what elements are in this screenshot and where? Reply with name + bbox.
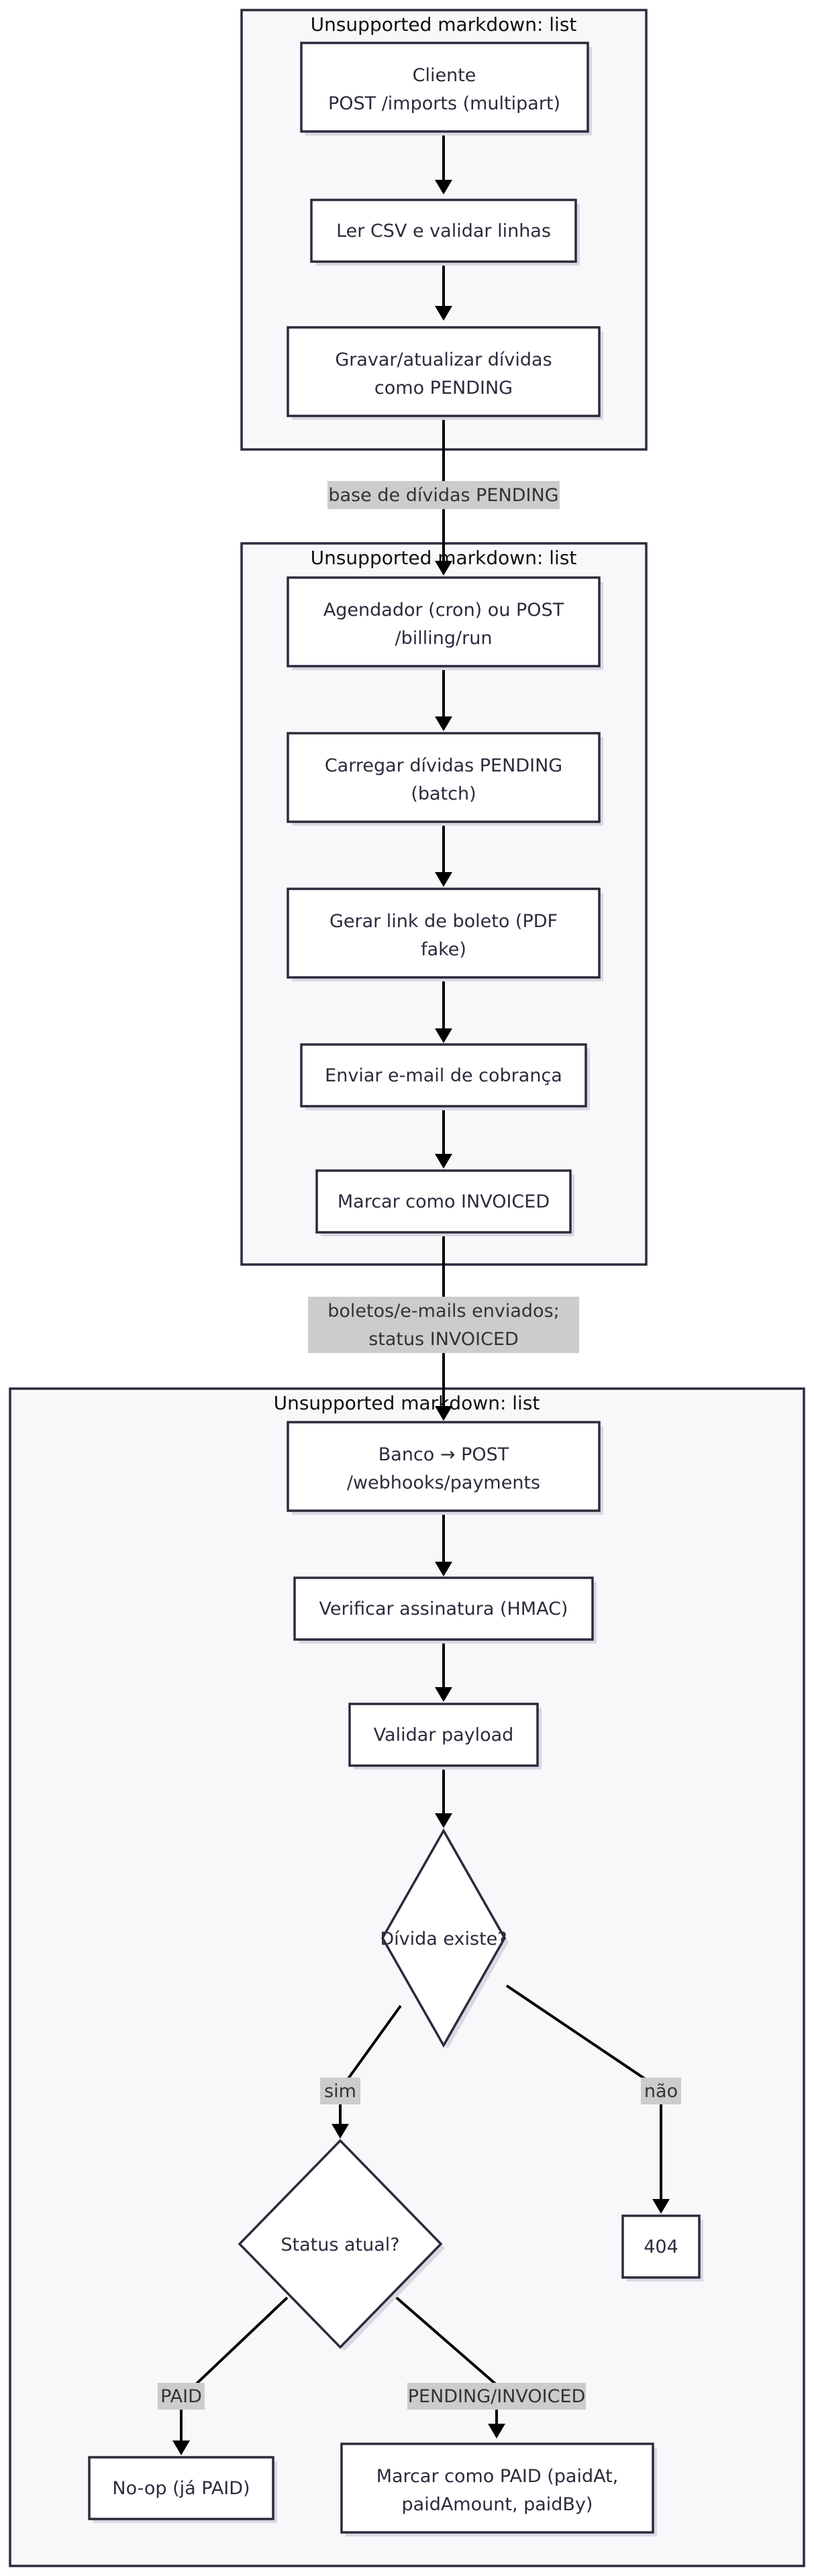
arrowhead (435, 872, 452, 887)
edge-label-line: status INVOICED (368, 1329, 519, 1350)
arrowhead (435, 1813, 452, 1828)
node-label-line: /webhooks/payments (347, 1472, 540, 1493)
node-label-line: /billing/run (395, 628, 493, 649)
node-validar: Validar payload (348, 1703, 542, 1770)
node-label-line: Status atual? (281, 2235, 399, 2255)
arrowhead (435, 306, 452, 321)
node-noop: No-op (já PAID) (88, 2456, 277, 2523)
edge-label-line: não (644, 2081, 678, 2102)
node-label-line: POST /imports (multipart) (328, 93, 560, 114)
node-label-line: Gravar/atualizar dívidas (335, 350, 552, 370)
arrowhead (435, 716, 452, 731)
node-label-line: Carregar dívidas PENDING (325, 755, 562, 776)
node-gerar: Gerar link de boleto (PDF fake) (287, 888, 603, 981)
arrowhead (172, 2440, 190, 2455)
node-label-line: Dívida existe? (380, 1929, 507, 1949)
node-label-line: Gerar link de boleto (PDF (329, 911, 558, 932)
edge-label-invoiced-status: boletos/e-mails enviados; status INVOICE… (308, 1297, 579, 1353)
node-label-line: 404 (644, 2237, 678, 2257)
node-label-line: Agendador (cron) ou POST (323, 600, 564, 621)
node-label-line: como PENDING (374, 378, 513, 398)
cluster-title: Unsupported markdown: list (311, 13, 577, 36)
node-label-line: Marcar como INVOICED (338, 1191, 550, 1212)
edge-label-pending-base: base de dívidas PENDING (327, 481, 560, 509)
arrowhead (435, 1687, 452, 1702)
edge-label-line: base de dívidas PENDING (328, 485, 558, 506)
node-ler-csv: Ler CSV e validar linhas (310, 199, 580, 266)
node-divida-existe: Dívida existe? (380, 1828, 509, 2049)
node-carregar: Carregar dívidas PENDING (batch) (287, 732, 603, 826)
edge-label-nao: não (641, 2078, 681, 2104)
node-label-line: fake) (421, 939, 466, 960)
cluster-title: Unsupported markdown: list (274, 1392, 540, 1414)
node-marcar-invoiced: Marcar como INVOICED (315, 1169, 574, 1236)
arrowhead (332, 2124, 349, 2139)
edge-label-paid: PAID (158, 2383, 205, 2410)
arrowhead (435, 1154, 452, 1169)
edge-label-line: sim (324, 2081, 356, 2102)
node-banco: Banco → POST /webhooks/payments (287, 1421, 603, 1515)
edge-label-pending-invoiced: PENDING/INVOICED (407, 2383, 586, 2410)
node-label-line: Validar payload (374, 1725, 514, 1746)
edge-label-line: PENDING/INVOICED (408, 2386, 586, 2407)
node-label-line: No-op (já PAID) (112, 2478, 250, 2499)
arrowhead (652, 2199, 670, 2214)
node-label-line: (batch) (411, 784, 476, 804)
node-marcar-paid: Marcar como PAID (paidAt, paidAmount, pa… (340, 2443, 657, 2536)
node-verificar: Verificar assinatura (HMAC) (293, 1576, 597, 1644)
node-404: 404 (621, 2214, 703, 2282)
arrowhead (435, 561, 452, 576)
node-label-line: Banco → POST (378, 1444, 509, 1465)
edge-label-sim: sim (320, 2078, 360, 2104)
node-label-line: Cliente (413, 65, 476, 86)
node-enviar: Enviar e-mail de cobrança (300, 1043, 590, 1110)
edge-label-line: PAID (160, 2386, 202, 2407)
arrowhead (488, 2424, 505, 2438)
arrowhead (435, 1562, 452, 1576)
arrowhead (435, 180, 452, 195)
node-label-line: Verificar assinatura (HMAC) (319, 1599, 568, 1619)
node-gravar: Gravar/atualizar dívidas como PENDING (287, 326, 603, 420)
node-agendador: Agendador (cron) ou POST /billing/run (287, 576, 603, 670)
node-label-line: Marcar como PAID (paidAt, (376, 2466, 619, 2487)
node-label-line: Enviar e-mail de cobrança (325, 1065, 562, 1086)
node-label-line: paidAmount, paidBy) (402, 2494, 593, 2515)
arrowhead (435, 1028, 452, 1043)
edge-label-line: boletos/e-mails enviados; (327, 1301, 559, 1322)
arrowhead (435, 1406, 452, 1421)
node-cliente: Cliente POST /imports (multipart) (300, 42, 592, 136)
node-status-atual: Status atual? (238, 2139, 445, 2351)
node-label-line: Ler CSV e validar linhas (336, 221, 551, 241)
